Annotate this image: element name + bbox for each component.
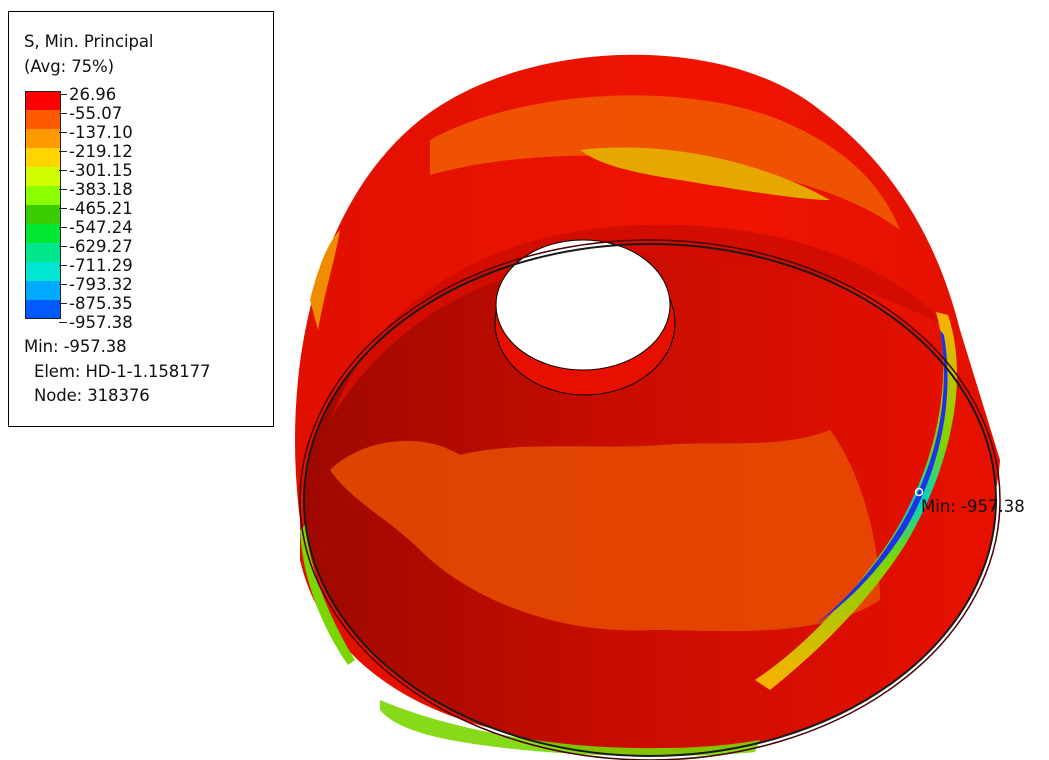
legend-min-node: Node: 318376	[34, 386, 150, 405]
color-scale-tick: -547.24	[59, 218, 133, 237]
min-marker-label: Min: -957.38	[921, 497, 1025, 516]
tick-label: -957.38	[69, 313, 133, 332]
legend-min-value: Min: -957.38	[24, 337, 127, 356]
tick-mark	[59, 246, 67, 247]
color-scale-tick: -55.07	[59, 104, 133, 123]
tick-mark	[59, 265, 67, 266]
tick-mark	[59, 208, 67, 209]
outer-yellow-zone	[580, 147, 830, 200]
outer-orange-zone	[430, 95, 900, 230]
tick-label: -875.35	[69, 294, 133, 313]
outer-orange-streak-left	[310, 230, 340, 330]
color-scale-tick: -383.18	[59, 180, 133, 199]
min-marker	[914, 487, 924, 497]
color-swatch	[25, 205, 61, 224]
inner-orange-zone	[330, 430, 880, 632]
tick-label: -465.21	[69, 199, 133, 218]
inner-rim-edge	[303, 243, 997, 757]
color-swatch	[25, 148, 61, 167]
tick-mark	[59, 303, 67, 304]
tick-label: -301.15	[69, 161, 133, 180]
tick-label: 26.96	[69, 85, 117, 104]
color-swatch	[25, 224, 61, 243]
center-hole	[495, 239, 671, 371]
tick-mark	[59, 151, 67, 152]
tick-mark	[59, 227, 67, 228]
tick-label: -219.12	[69, 142, 133, 161]
inner-wall-upper	[330, 224, 950, 420]
tick-label: -547.24	[69, 218, 133, 237]
legend-panel: S, Min. Principal (Avg: 75%) 26.96-55.07…	[8, 11, 274, 427]
color-scale-tick: -957.38	[59, 313, 133, 332]
color-scale-tick: -137.10	[59, 123, 133, 142]
color-swatch	[25, 300, 61, 319]
legend-averaging: (Avg: 75%)	[24, 57, 114, 76]
tick-label: -55.07	[69, 104, 123, 123]
color-scale-tick: -711.29	[59, 256, 133, 275]
tick-mark	[59, 132, 67, 133]
color-swatch	[25, 186, 61, 205]
color-swatch	[25, 243, 61, 262]
tick-mark	[59, 189, 67, 190]
tick-mark	[59, 322, 67, 323]
color-scale-tick: -793.32	[59, 275, 133, 294]
tick-label: -383.18	[69, 180, 133, 199]
color-scale-bar	[25, 91, 61, 319]
color-scale-tick: -219.12	[59, 142, 133, 161]
tick-label: -137.10	[69, 123, 133, 142]
stress-band-left	[300, 525, 355, 665]
color-swatch	[25, 110, 61, 129]
tick-mark	[59, 284, 67, 285]
color-scale-tick: 26.96	[59, 85, 133, 104]
tick-mark	[59, 113, 67, 114]
tick-label: -629.27	[69, 237, 133, 256]
tick-label: -793.32	[69, 275, 133, 294]
color-scale-tick: -301.15	[59, 161, 133, 180]
tick-label: -711.29	[69, 256, 133, 275]
color-scale-tick: -465.21	[59, 199, 133, 218]
stress-band-bottom	[380, 700, 760, 757]
outer-rim-edge	[299, 239, 1001, 760]
color-swatch	[25, 281, 61, 300]
tick-mark	[59, 170, 67, 171]
tick-mark	[59, 94, 67, 95]
legend-min-element: Elem: HD-1-1.158177	[34, 362, 211, 381]
color-scale-tick: -629.27	[59, 237, 133, 256]
color-swatch	[25, 262, 61, 281]
color-swatch	[25, 91, 61, 110]
color-scale-values: 26.96-55.07-137.10-219.12-301.15-383.18-…	[59, 85, 133, 332]
legend-title: S, Min. Principal	[24, 32, 154, 51]
color-scale-tick: -875.35	[59, 294, 133, 313]
color-swatch	[25, 129, 61, 148]
color-swatch	[25, 167, 61, 186]
